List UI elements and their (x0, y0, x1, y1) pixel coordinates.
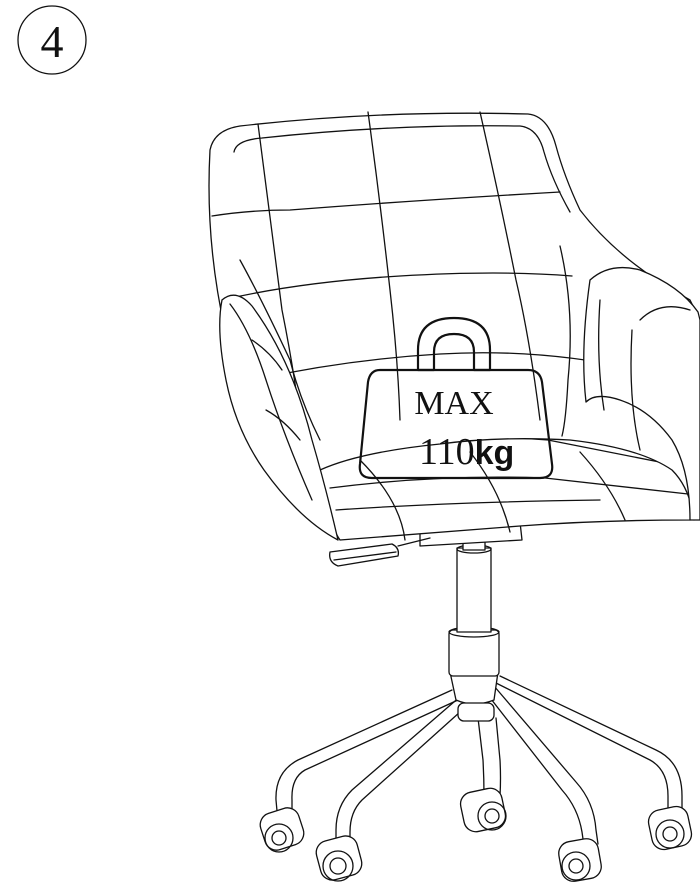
weight-icon (358, 316, 554, 480)
left-armrest (219, 294, 339, 541)
weight-number: 110 (419, 431, 475, 473)
caster-wheel (315, 835, 363, 882)
caster-wheel (558, 838, 602, 882)
caster-wheel (259, 807, 305, 853)
step-number: 4 (41, 16, 64, 67)
caster-wheels (259, 787, 693, 882)
max-label: MAX (414, 385, 493, 422)
max-weight-badge: MAX 110kg (358, 316, 554, 480)
office-chair (208, 111, 700, 882)
backrest (208, 111, 700, 521)
caster-wheel (647, 805, 693, 851)
weight-unit: kg (475, 434, 515, 472)
caster-wheel (459, 787, 507, 833)
gas-lift (448, 533, 500, 677)
step-circle (17, 5, 87, 75)
max-weight-value: 110kg (419, 431, 514, 473)
step-indicator: 4 (17, 5, 87, 75)
right-armrest (583, 266, 700, 521)
